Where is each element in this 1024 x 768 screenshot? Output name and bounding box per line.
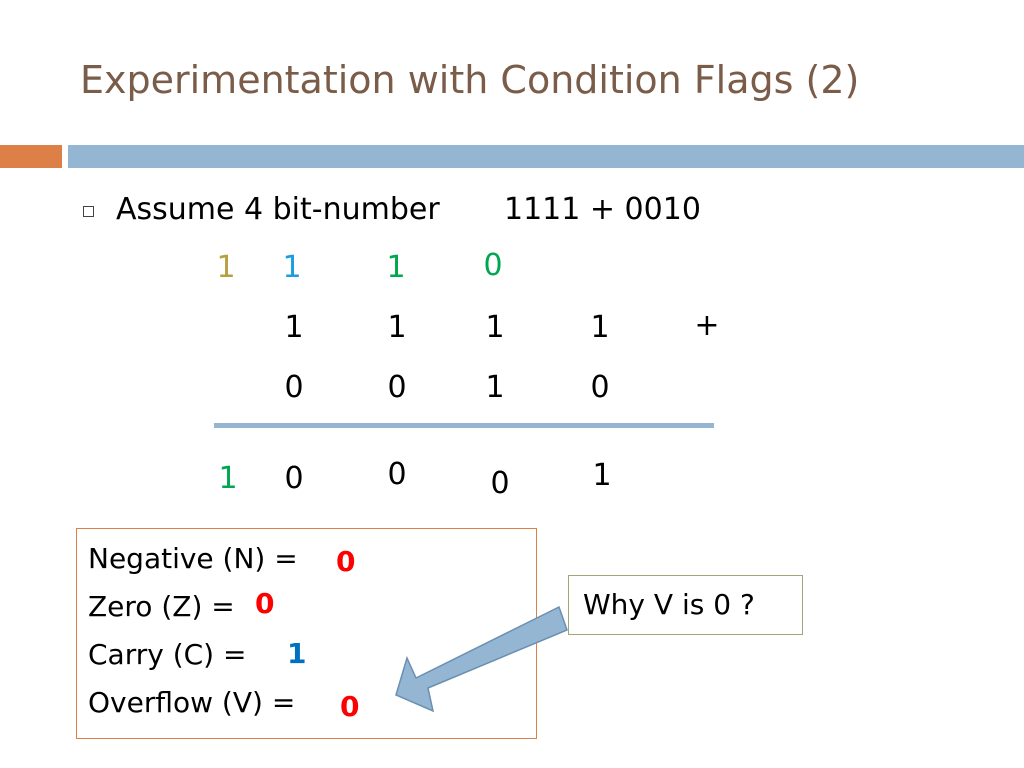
square-bullet-icon: [83, 206, 94, 217]
result-digit: 0: [284, 461, 304, 496]
flag-label-carry: Carry (C) =: [88, 638, 247, 671]
carry-digit: 0: [483, 248, 503, 283]
header-accent-blue: [68, 145, 1024, 168]
sum-divider-line: [214, 423, 714, 428]
flag-label-zero: Zero (Z) =: [88, 590, 235, 623]
carry-digit: 1: [282, 250, 302, 285]
flag-value-carry: 1: [287, 637, 307, 670]
callout-box: [568, 575, 803, 635]
flag-label-negative: Negative (N) =: [88, 542, 298, 575]
operand-a-digit: 1: [284, 310, 304, 345]
callout-text: Why V is 0 ?: [583, 588, 755, 621]
operand-a-digit: 1: [387, 310, 407, 345]
flag-value-overflow: 0: [340, 690, 360, 723]
operand-b-digit: 0: [284, 370, 304, 405]
operand-b-digit: 1: [485, 370, 505, 405]
plus-sign: +: [694, 308, 720, 343]
header-accent-orange: [0, 145, 62, 168]
operand-b-digit: 0: [590, 370, 610, 405]
operand-a-digit: 1: [485, 310, 505, 345]
result-digit: 0: [387, 457, 407, 492]
operand-b-digit: 0: [387, 370, 407, 405]
bullet-text: Assume 4 bit-number: [116, 192, 440, 227]
flag-value-zero: 0: [255, 587, 275, 620]
result-digit: 1: [592, 458, 612, 493]
result-digit: 0: [490, 466, 510, 501]
flag-label-overflow: Overflow (V) =: [88, 686, 296, 719]
operand-a-digit: 1: [590, 310, 610, 345]
result-carry-digit: 1: [218, 461, 238, 496]
slide-title: Experimentation with Condition Flags (2): [80, 58, 860, 102]
carry-digit: 1: [386, 250, 406, 285]
carry-digit: 1: [216, 250, 236, 285]
addition-expression: 1111 + 0010: [504, 192, 701, 227]
flag-value-negative: 0: [336, 545, 356, 578]
